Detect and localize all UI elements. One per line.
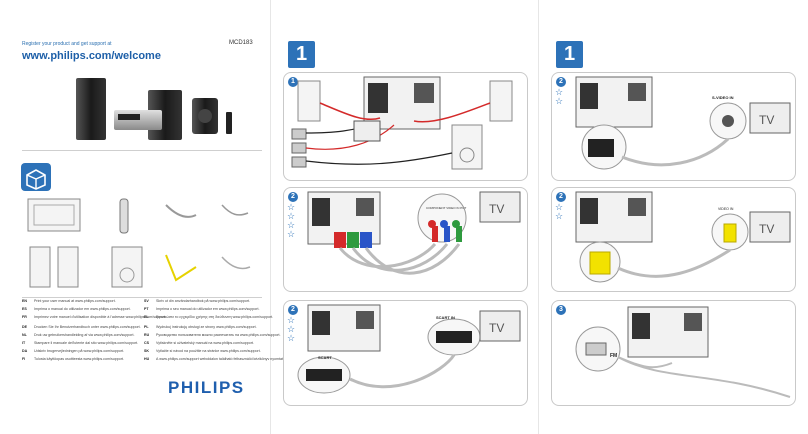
product-image [76, 78, 232, 140]
step-number: 2 [288, 192, 298, 202]
fold-line-2 [538, 0, 539, 434]
brand-logo: PHILIPS [168, 378, 245, 397]
support-url: www.philips.com/welcome [22, 50, 161, 62]
accessories-illustration [27, 198, 251, 288]
step-number: 3 [556, 305, 566, 315]
fm-label: FM [610, 353, 617, 359]
page-number: 1 [556, 41, 583, 68]
step-number: 1 [288, 77, 298, 87]
scart-label: SCART [318, 355, 332, 360]
fold-line-1 [270, 0, 271, 434]
star-rating-icon: ☆☆☆☆ [287, 202, 296, 239]
step-number: 2 [288, 305, 298, 315]
step-panel-speakers: 1 [283, 72, 528, 181]
tv-label: TV [489, 202, 504, 216]
component-connection-diagram: TV COMPONENT VIDEO IN PUT [307, 191, 521, 275]
star-rating-icon: ☆☆☆ [287, 315, 296, 343]
tv-label: TV [759, 222, 774, 236]
svideo-in-label: S-VIDEO IN [712, 95, 734, 100]
register-line: Register your product and get support at [22, 41, 112, 47]
divider [22, 150, 262, 151]
scart-connection-diagram: SCART SCART IN TV [297, 304, 521, 394]
component-label: COMPONENT VIDEO IN PUT [426, 206, 466, 210]
model-number: MCD183 [229, 40, 253, 46]
unpack-box-icon [21, 163, 51, 191]
step-number: 2 [556, 77, 566, 87]
step-panel-fm: 3 FM [551, 300, 796, 406]
step-number: 2 [556, 192, 566, 202]
tv-label: TV [759, 113, 774, 127]
star-rating-icon: ☆☆ [555, 87, 564, 106]
video-in-label: VIDEO IN [718, 207, 734, 211]
speaker-connection-diagram [291, 76, 513, 170]
page-number: 1 [288, 41, 315, 68]
step-panel-component: 2 ☆☆☆☆ TV COMPONENT VIDEO IN PUT [283, 187, 528, 292]
scart-in-label: SCART IN [436, 315, 455, 320]
video-connection-diagram: VIDEO IN TV [575, 191, 791, 283]
cover-panel: Register your product and get support at… [0, 0, 290, 434]
star-rating-icon: ☆☆ [555, 202, 564, 221]
tv-label: TV [489, 321, 504, 335]
divider [22, 297, 262, 298]
step-panel-video: 2 ☆☆ VIDEO IN TV [551, 187, 796, 292]
step-panel-svideo: 2 ☆☆ S-VIDEO IN TV [551, 72, 796, 181]
svideo-connection-diagram: S-VIDEO IN TV [575, 76, 791, 170]
fm-antenna-diagram: FM [575, 306, 791, 398]
step-panel-scart: 2 ☆☆☆ SCART SCART IN TV [283, 300, 528, 406]
